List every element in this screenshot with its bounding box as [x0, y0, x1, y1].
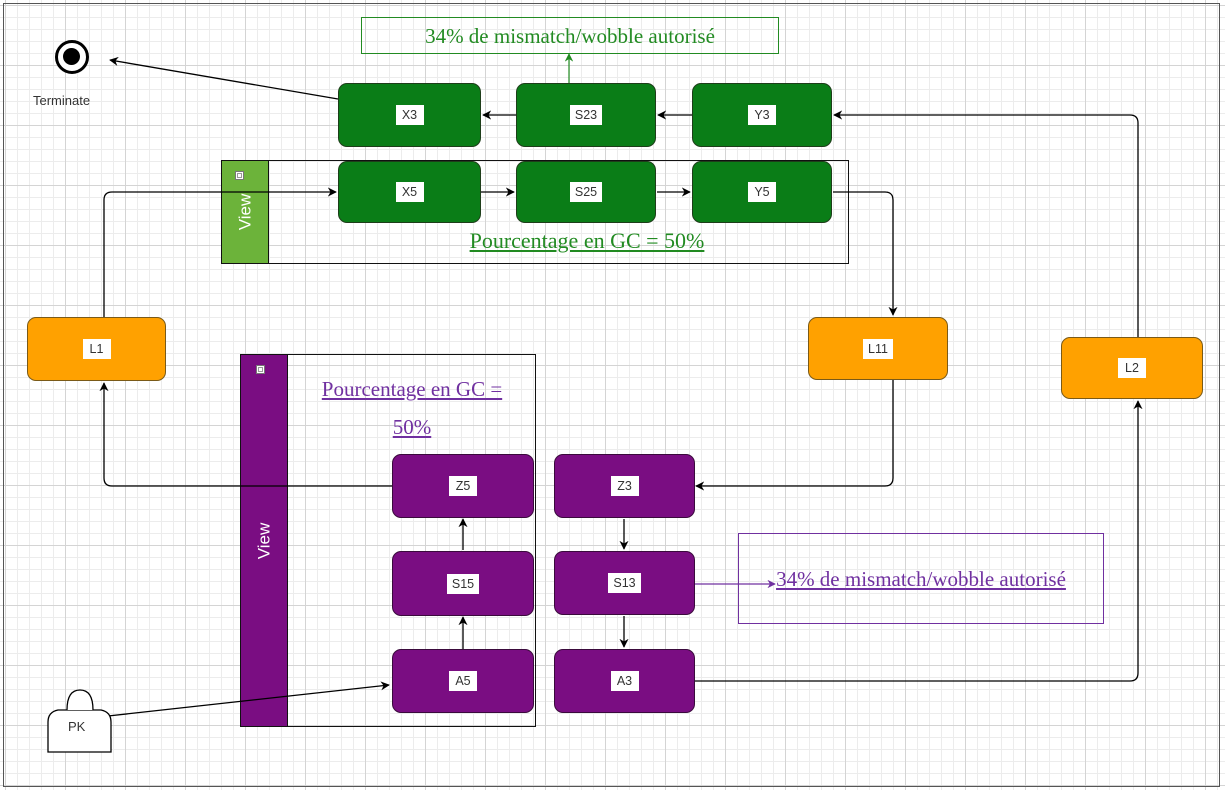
node-z3-label: Z3 — [610, 476, 639, 496]
collapse-icon[interactable] — [256, 365, 265, 374]
edge-l1-x5 — [103, 187, 337, 317]
node-y3[interactable]: Y3 — [692, 83, 832, 147]
node-z5-label: Z5 — [449, 476, 477, 496]
terminate-label: Terminate — [33, 93, 91, 108]
edge-z5-l1 — [99, 382, 392, 487]
node-l11-label: L11 — [863, 338, 893, 359]
node-s13-label: S13 — [608, 573, 641, 593]
edge-y5-l11 — [833, 191, 898, 316]
node-l11[interactable]: L11 — [808, 317, 948, 380]
node-l2-label: L2 — [1118, 358, 1146, 378]
node-x3[interactable]: X3 — [338, 83, 481, 147]
edge-a3-l2 — [695, 400, 1143, 682]
green-mismatch-annotation[interactable]: 34% de mismatch/wobble autorisé — [361, 17, 779, 54]
green-view-pool-header[interactable]: View — [222, 161, 269, 263]
edge-x3-terminate — [109, 56, 339, 100]
edge-l11-z3 — [695, 380, 894, 491]
pk-label: PK — [68, 719, 86, 734]
node-l1-label: L1 — [82, 339, 111, 359]
edge-l2-y3 — [833, 110, 1139, 337]
node-x5[interactable]: X5 — [338, 161, 481, 223]
node-z5[interactable]: Z5 — [392, 454, 534, 518]
green-view-pool[interactable]: View — [221, 160, 849, 264]
green-mismatch-text: 34% de mismatch/wobble autorisé — [425, 23, 715, 48]
node-a5[interactable]: A5 — [392, 649, 534, 713]
node-y3-label: Y3 — [748, 105, 776, 125]
pk-shape-icon[interactable] — [47, 689, 112, 753]
purple-view-pool[interactable]: View — [240, 354, 536, 727]
node-l1[interactable]: L1 — [27, 317, 166, 381]
node-a3[interactable]: A3 — [554, 649, 695, 713]
node-s25[interactable]: S25 — [516, 161, 656, 223]
node-y5-label: Y5 — [748, 182, 776, 202]
green-gc-annotation[interactable]: Pourcentage en GC = 50% — [469, 228, 705, 253]
edge-pk-a5 — [107, 681, 390, 717]
node-a3-label: A3 — [610, 671, 639, 691]
node-s13[interactable]: S13 — [554, 551, 695, 615]
collapse-icon[interactable] — [235, 171, 244, 180]
node-s23-label: S23 — [569, 105, 603, 125]
node-s25-label: S25 — [569, 182, 603, 202]
node-a5-label: A5 — [449, 671, 477, 691]
node-y5[interactable]: Y5 — [692, 161, 832, 223]
terminate-end-event-icon[interactable] — [55, 40, 89, 74]
node-z3[interactable]: Z3 — [554, 454, 695, 518]
purple-gc-annotation[interactable]: Pourcentage en GC = 50% — [321, 377, 503, 439]
purple-view-pool-header[interactable]: View — [241, 355, 288, 726]
node-s15-label: S15 — [446, 573, 480, 594]
node-s23[interactable]: S23 — [516, 83, 656, 147]
node-s15[interactable]: S15 — [392, 551, 534, 616]
node-x3-label: X3 — [395, 105, 424, 125]
node-l2[interactable]: L2 — [1061, 337, 1203, 399]
purple-mismatch-text: 34% de mismatch/wobble autorisé — [776, 566, 1066, 591]
node-x5-label: X5 — [395, 182, 424, 202]
purple-mismatch-annotation[interactable]: 34% de mismatch/wobble autorisé — [738, 533, 1104, 624]
